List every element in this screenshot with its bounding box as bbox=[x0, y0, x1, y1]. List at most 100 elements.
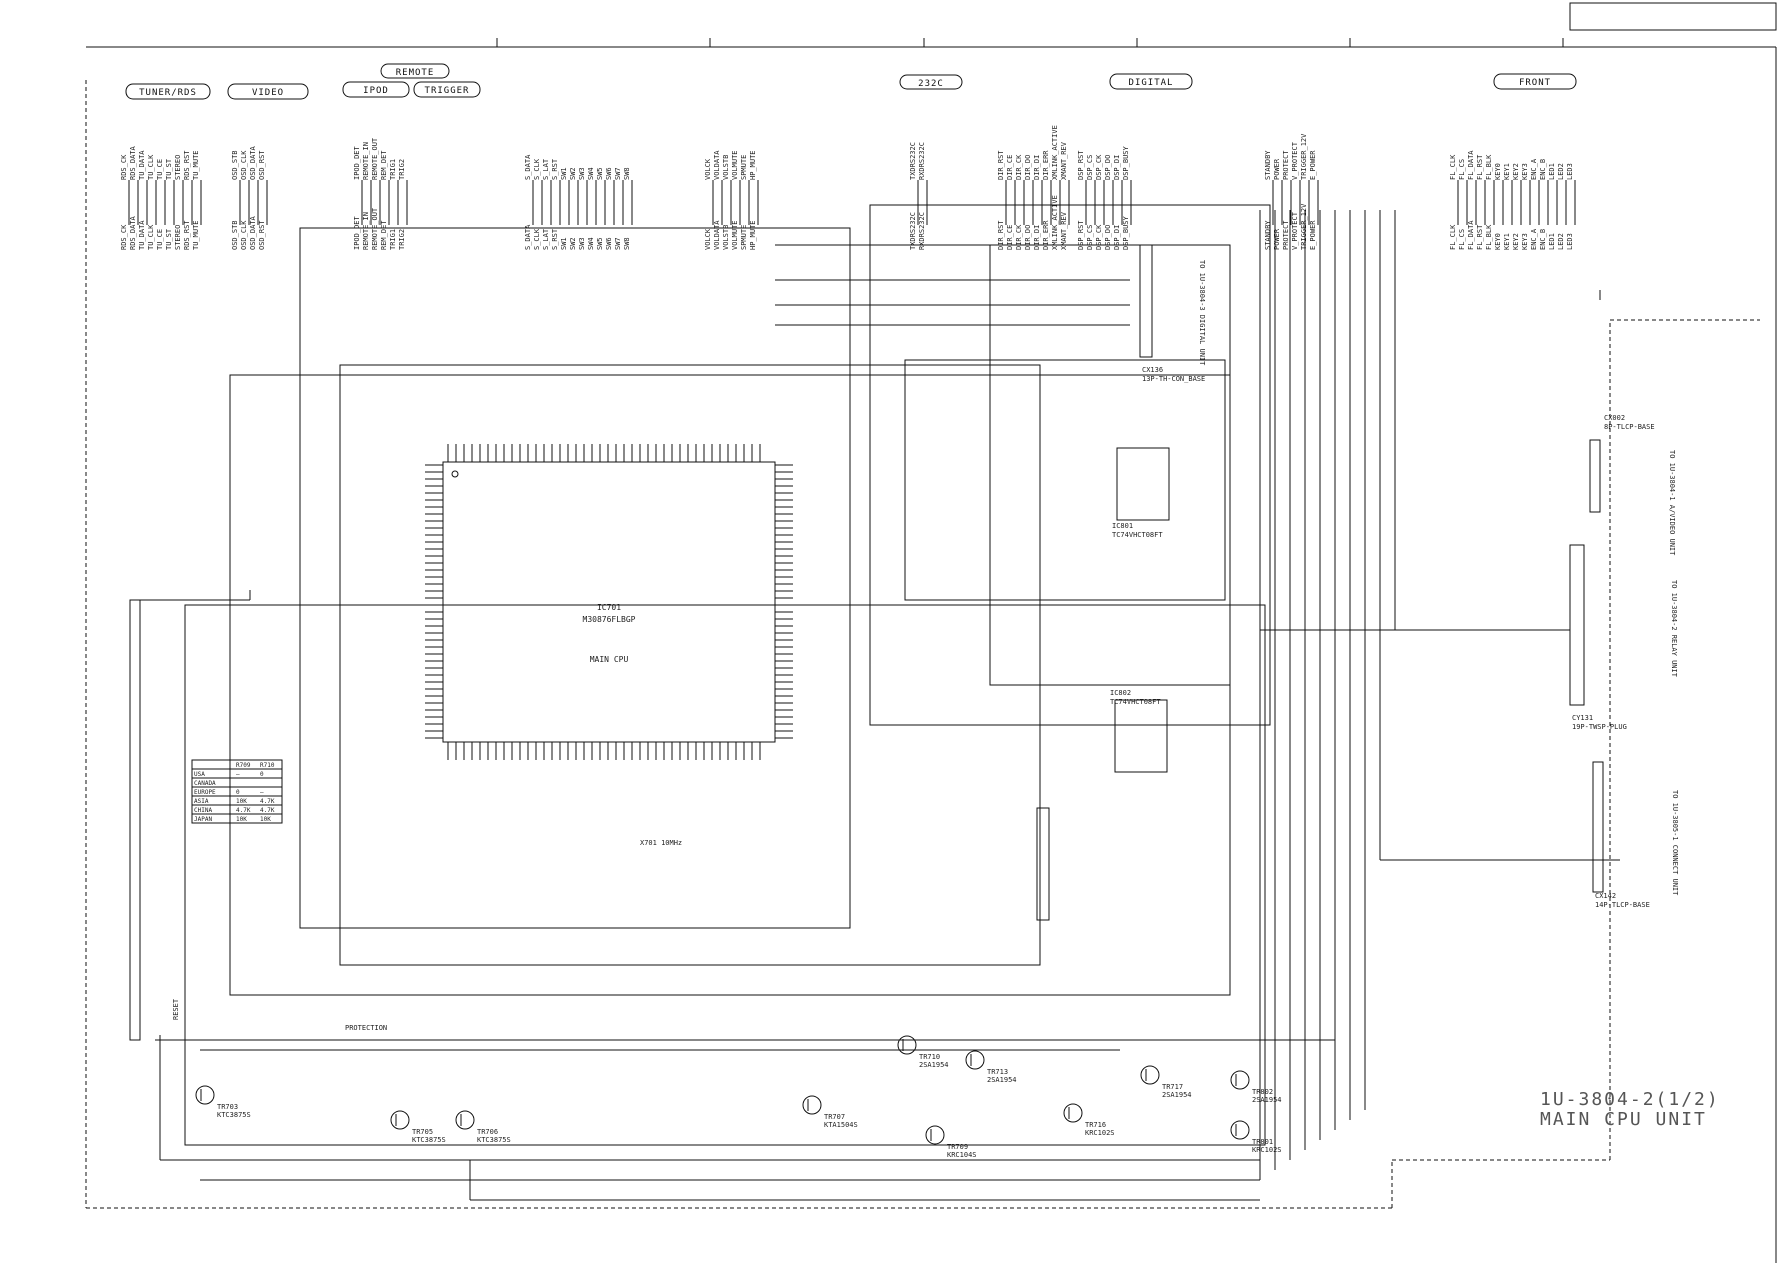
bus-label: DIR_CE bbox=[1006, 155, 1014, 180]
transistor-ref: TR801 bbox=[1252, 1138, 1273, 1146]
cy131-type: 19P-TWSP-PLUG bbox=[1572, 723, 1627, 731]
bus-label-lower: OSD_STB bbox=[231, 220, 239, 250]
bus-label: POWER bbox=[1273, 158, 1281, 180]
bus-label: SW8 bbox=[623, 167, 631, 180]
transistor-symbol bbox=[802, 1095, 822, 1115]
bus-label-lower: SPMUTE bbox=[740, 225, 748, 250]
bus-label: SW7 bbox=[614, 167, 622, 180]
bus-label-lower: OSD_DATA bbox=[249, 215, 257, 250]
ic-part: M30876FLBGP bbox=[583, 615, 636, 624]
bus-label-lower: TU_ST bbox=[165, 228, 173, 250]
bus-label-lower: TU_MUTE bbox=[192, 220, 200, 250]
bus-label: S_CLK bbox=[533, 158, 541, 180]
bus-label-lower: S_RST bbox=[551, 228, 559, 250]
bus-label: DIR_RST bbox=[997, 150, 1005, 180]
bus-label: TXDRS232C bbox=[909, 142, 917, 180]
cx142-dest: TO 1U-3805-1 CONNECT UNIT bbox=[1671, 790, 1679, 896]
transistor-symbol bbox=[390, 1110, 410, 1130]
bus-label-lower: TRIG1 bbox=[389, 229, 397, 250]
bus-label-lower: DIR_DO bbox=[1024, 225, 1032, 250]
cx002-type: 8P-TLCP-BASE bbox=[1604, 423, 1655, 431]
bus-label: DSP_CK bbox=[1095, 154, 1103, 180]
bus-label-lower: TU_CLK bbox=[147, 224, 155, 250]
bus-label-lower: VOLCK bbox=[704, 228, 712, 250]
bus-label-lower: OSD_RST bbox=[258, 220, 266, 250]
header-digital: DIGITAL bbox=[1129, 78, 1174, 88]
header-video: VIDEO bbox=[252, 88, 284, 98]
transistor-part: 2SA1954 bbox=[1162, 1091, 1192, 1099]
bus-label: XMLINK_ACTIVE bbox=[1051, 125, 1059, 180]
bus-label-lower: S_DATA bbox=[524, 224, 532, 250]
connector-cx002: CX002 8P-TLCP-BASE TO 1U-3804-1 A/VIDEO … bbox=[1589, 414, 1676, 556]
bus-label-lower: VOLMUTE bbox=[731, 220, 739, 250]
bus-label-lower: STANDBY bbox=[1264, 220, 1272, 250]
bus-label: DIR_DO bbox=[1024, 155, 1032, 180]
title-block bbox=[1569, 2, 1777, 31]
table-cell: 0 bbox=[260, 771, 264, 778]
section-headers: TUNER/RDS VIDEO REMOTE IPOD TRIGGER 232C… bbox=[125, 63, 1577, 100]
reset-label: RESET bbox=[172, 998, 180, 1020]
ic801: IC801 TC74VHCT08FT bbox=[1112, 447, 1170, 539]
bus-label: TU_CE bbox=[156, 159, 164, 180]
ic-name: MAIN CPU bbox=[590, 655, 629, 664]
connector-cx136: CX136 13P-TH-CON_BASE TO 1U-3804-3 DIGIT… bbox=[1139, 244, 1206, 383]
table-frame bbox=[191, 759, 283, 824]
cx002-ref: CX002 bbox=[1604, 414, 1625, 422]
bus-label-lower: LED1 bbox=[1548, 233, 1556, 250]
transistor-part: KRC102S bbox=[1085, 1129, 1115, 1137]
bus-label: SW3 bbox=[578, 167, 586, 180]
bus-label-lower: ENC_A bbox=[1530, 228, 1538, 250]
bus-label: SPMUTE bbox=[740, 155, 748, 180]
bus-label: TU_CLK bbox=[147, 154, 155, 180]
table-cell: R710 bbox=[260, 762, 275, 769]
sheet-title-2: MAIN CPU UNIT bbox=[1540, 1109, 1707, 1130]
transistor-symbol bbox=[1230, 1070, 1250, 1090]
bus-label-lower: SW4 bbox=[587, 237, 595, 250]
bus-label: S_RST bbox=[551, 158, 559, 180]
bus-label-lower: FL_RST bbox=[1476, 224, 1484, 250]
transistor-symbol bbox=[455, 1110, 475, 1130]
bus-label: SW4 bbox=[587, 167, 595, 180]
bus-label-lower: RXDRS232C bbox=[918, 212, 926, 250]
bus-label: KEY1 bbox=[1503, 163, 1511, 180]
bus-label-lower: KEY2 bbox=[1512, 233, 1520, 250]
transistor-symbol bbox=[1063, 1103, 1083, 1123]
bus-label-lower: LED2 bbox=[1557, 233, 1565, 250]
transistor-part: KTC3875S bbox=[477, 1136, 511, 1144]
bus-label-lower: DSP_BUSY bbox=[1122, 215, 1130, 250]
ic802-ref: IC802 bbox=[1110, 689, 1131, 697]
transistor-part: 2SA1954 bbox=[919, 1061, 949, 1069]
bus-label-lower: RDS_DATA bbox=[129, 215, 137, 250]
transistor-ref: TR709 bbox=[947, 1143, 968, 1151]
bus-label: DSP_CS bbox=[1086, 155, 1094, 180]
table-cell: USA bbox=[194, 771, 205, 778]
bus-label: E_POWER bbox=[1309, 150, 1317, 180]
connector-cy131: CY131 19P-TWSP-PLUG TO 1U-3804-2 RELAY U… bbox=[1569, 544, 1678, 731]
bus-label: ENC_B bbox=[1539, 159, 1547, 180]
bus-label: RDS_CK bbox=[120, 154, 128, 180]
bus-label-lower: TU_DATA bbox=[138, 220, 146, 250]
bus-label: OSD_STB bbox=[231, 150, 239, 180]
bus-label: KEY2 bbox=[1512, 163, 1520, 180]
bus-label-lower: FL_CLK bbox=[1449, 224, 1457, 250]
sheet-frame bbox=[85, 2, 1777, 1263]
bus-label-lower: XMANT_REV bbox=[1060, 211, 1068, 250]
cx136-type: 13P-TH-CON_BASE bbox=[1142, 375, 1205, 383]
top-bus-labels: RDS_CKRDS_CKRDS_DATARDS_DATATU_DATATU_DA… bbox=[120, 125, 1574, 250]
transistor-part: KTC3875S bbox=[412, 1136, 446, 1144]
bus-label: V_PROTECT bbox=[1291, 141, 1299, 180]
bus-label: VOLSTB bbox=[722, 155, 730, 180]
transistor-ref: TR716 bbox=[1085, 1121, 1106, 1129]
transistor-ref: TR706 bbox=[477, 1128, 498, 1136]
cy131-dest: TO 1U-3804-2 RELAY UNIT bbox=[1670, 580, 1678, 678]
bus-label-lower: DIR_DI bbox=[1033, 225, 1041, 250]
crystal-label: X701 10MHz bbox=[640, 839, 682, 847]
ic802-part: TC74VHCT08FT bbox=[1110, 698, 1161, 706]
bus-label: TRIGGER_12V bbox=[1300, 133, 1308, 180]
bus-label-lower: DIR_CK bbox=[1015, 224, 1023, 250]
bus-label: FL_CLK bbox=[1449, 154, 1457, 180]
cx136-ref: CX136 bbox=[1142, 366, 1163, 374]
bus-label: DSP_BUSY bbox=[1122, 145, 1130, 180]
bus-label: FL_RST bbox=[1476, 154, 1484, 180]
